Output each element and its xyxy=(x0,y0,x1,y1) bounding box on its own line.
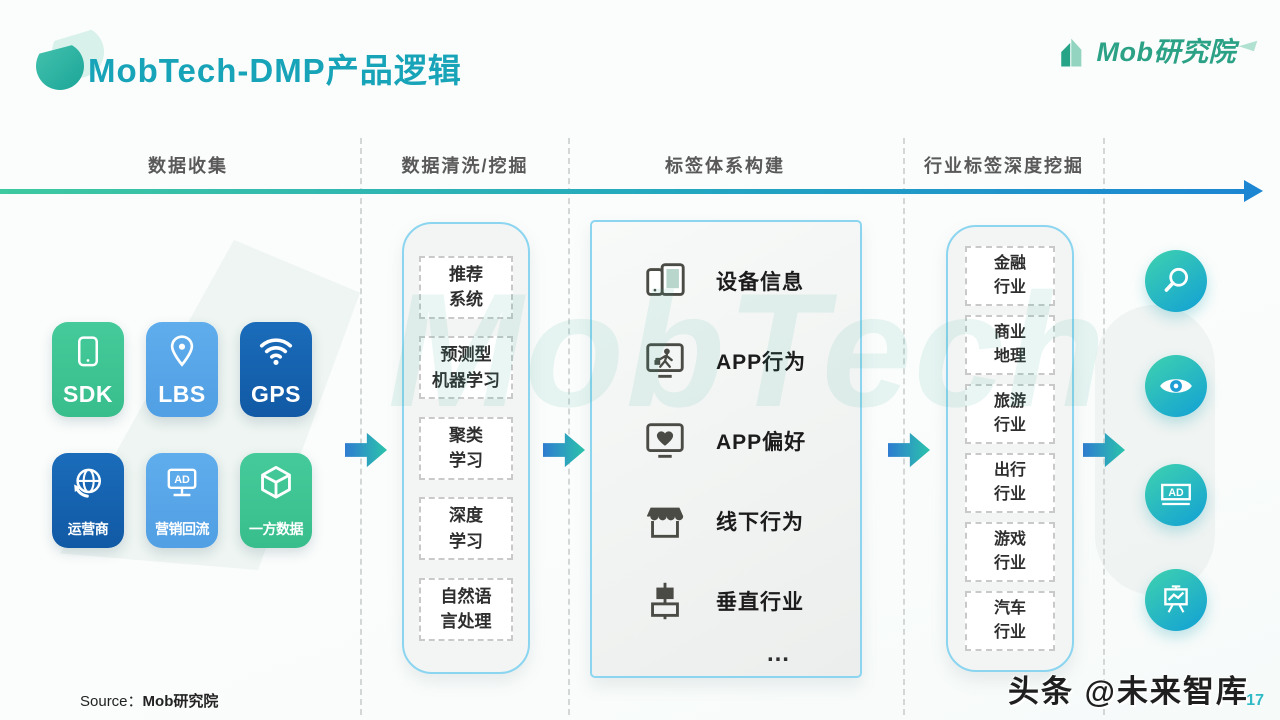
app-behavior-icon xyxy=(646,343,684,378)
cube-icon xyxy=(261,466,291,499)
method-box: 深度 学习 xyxy=(419,497,513,560)
flow-arrow-icon xyxy=(345,432,387,468)
output-insight-circle xyxy=(1145,250,1207,312)
method-box: 预测型 机器学习 xyxy=(419,336,513,399)
tag-row-offline-behavior: 线下行为 xyxy=(642,496,860,546)
tile-label: 一方数据 xyxy=(249,521,304,537)
ad-board-icon: AD xyxy=(167,468,197,497)
tag-label: APP行为 xyxy=(716,351,807,374)
tile-label: 运营商 xyxy=(67,521,109,537)
tile-operator: 运营商 xyxy=(52,453,124,548)
tag-row-app-behavior: APP行为 xyxy=(642,336,860,386)
stage-separator xyxy=(903,138,905,715)
brand-logo: Mob研究院 xyxy=(1059,30,1258,69)
flow-arrow-icon xyxy=(888,432,930,468)
presentation-chart-icon xyxy=(1164,585,1188,613)
location-pin-icon xyxy=(170,335,194,367)
paper-plane-icon xyxy=(1238,35,1258,52)
tag-label: APP偏好 xyxy=(716,431,807,454)
source-note: Source：Mob研究院 xyxy=(80,690,218,711)
tile-label: SDK xyxy=(62,381,114,407)
tile-gps: GPS xyxy=(240,322,312,417)
timeline-arrowhead-icon xyxy=(1244,180,1263,202)
app-preference-icon xyxy=(646,423,684,458)
panel-tag-system: 设备信息 APP行为 APP偏好 线下行 xyxy=(590,220,862,678)
tile-sdk: SDK xyxy=(52,322,124,417)
tile-first-party-data: 一方数据 xyxy=(240,453,312,548)
leaf-icon xyxy=(36,42,84,90)
globe-sync-icon xyxy=(74,468,102,498)
industry-box: 出行 行业 xyxy=(965,453,1055,513)
industry-box: 汽车 行业 xyxy=(965,591,1055,651)
eye-icon xyxy=(1160,379,1192,393)
tag-row-vertical-industry: 垂直行业 xyxy=(642,576,860,626)
method-box: 推荐 系统 xyxy=(419,255,513,319)
output-report-circle xyxy=(1145,569,1207,631)
tag-label: 设备信息 xyxy=(716,271,804,294)
wifi-icon xyxy=(259,338,293,365)
output-ad-circle: AD xyxy=(1145,464,1207,526)
page-number: 17 xyxy=(1246,692,1264,709)
tile-marketing-reflow: AD 营销回流 xyxy=(146,453,218,548)
stage-header-cleaning: 数据清洗/挖掘 xyxy=(401,156,529,176)
tile-label: 营销回流 xyxy=(155,521,210,537)
stage-separator xyxy=(1103,138,1105,715)
search-icon xyxy=(1164,267,1189,292)
stage-header-collection: 数据收集 xyxy=(148,156,228,176)
source-value: Mob研究院 xyxy=(142,693,219,710)
stage-header-tagging: 标签体系构建 xyxy=(665,156,785,176)
tile-label: GPS xyxy=(250,381,302,407)
industry-box: 旅游 行业 xyxy=(965,384,1055,444)
ad-circle-icon: AD xyxy=(1161,483,1191,506)
method-box: 自然语 言处理 xyxy=(419,577,513,641)
timeline-line xyxy=(0,189,1244,194)
stage-separator xyxy=(360,138,362,715)
phone-icon xyxy=(78,336,98,367)
stage-header-industry: 行业标签深度挖掘 xyxy=(924,156,1084,176)
vertical-align-icon xyxy=(651,582,679,620)
tag-label: 垂直行业 xyxy=(716,591,804,614)
brand-logo-text: Mob研究院 xyxy=(1096,37,1236,67)
industry-box: 游戏 行业 xyxy=(965,522,1055,582)
panel-industries: 金融 行业 商业 地理 旅游 行业 出行 行业 游戏 行业 汽车 行业 xyxy=(946,225,1074,672)
industry-box: 商业 地理 xyxy=(965,315,1055,375)
ad-text: AD xyxy=(174,474,190,486)
building-icon xyxy=(1060,38,1081,67)
tile-lbs: LBS xyxy=(146,322,218,417)
page-title: MobTech-DMP产品逻辑 xyxy=(88,52,462,89)
method-box: 聚类 学习 xyxy=(419,416,513,480)
devices-icon xyxy=(646,263,685,296)
stage-separator xyxy=(568,138,570,715)
tag-label: 线下行为 xyxy=(716,511,804,534)
panel-cleaning-methods: 推荐 系统 预测型 机器学习 聚类 学习 深度 学习 自然语 言处理 xyxy=(402,222,530,674)
footer-badge: 头条 @未来智库 xyxy=(1008,674,1249,709)
tag-ellipsis: … xyxy=(766,640,792,667)
ad-text: AD xyxy=(1168,487,1184,499)
flow-arrow-icon xyxy=(543,432,585,468)
storefront-icon xyxy=(646,507,684,538)
tile-label: LBS xyxy=(158,381,206,407)
tag-row-device-info: 设备信息 xyxy=(642,256,860,306)
industry-box: 金融 行业 xyxy=(965,246,1055,306)
output-monitor-circle xyxy=(1145,355,1207,417)
tag-row-app-preference: APP偏好 xyxy=(642,416,860,466)
source-prefix: Source： xyxy=(80,693,143,710)
